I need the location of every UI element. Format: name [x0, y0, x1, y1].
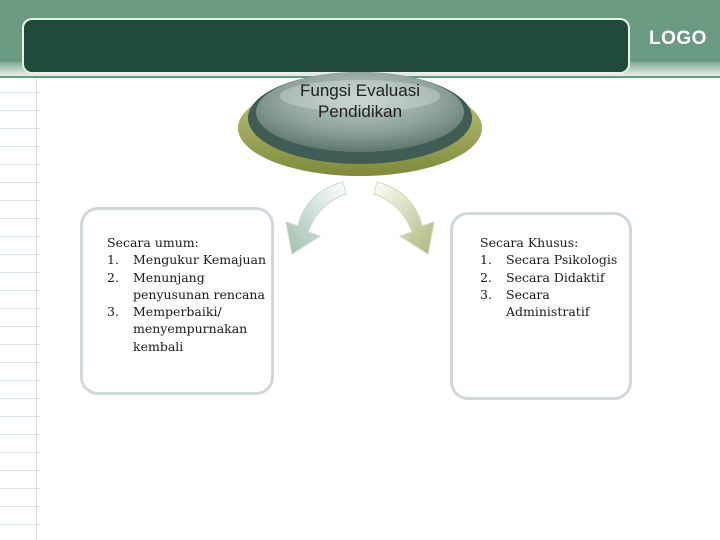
- list-item: 2.Menunjang penyusunan rencana: [107, 269, 265, 302]
- arrow-right-icon: [373, 181, 435, 255]
- list-item: 1.Mengukur Kemajuan: [107, 252, 267, 268]
- list-item: 3.Secara Administratif: [480, 286, 590, 320]
- general-functions-text: Secara umum: 1.Mengukur Kemajuan 2.Menun…: [107, 234, 267, 355]
- center-node-label: Fungsi Evaluasi Pendidikan: [299, 81, 420, 121]
- arrow-left-icon: [285, 181, 347, 255]
- node-highlight: [280, 80, 440, 112]
- specific-functions-box: [450, 212, 632, 400]
- list-item: 2.Secara Didaktif: [480, 269, 605, 285]
- center-node: [238, 72, 482, 176]
- list-item: 3.Memperbaiki/ menyempurnakan kembali: [107, 304, 248, 354]
- specific-functions-text: Secara Khusus: 1.Secara Psikologis 2.Sec…: [480, 234, 630, 320]
- background-grid: [0, 56, 40, 540]
- node-face: [256, 72, 464, 152]
- list-item: 1.Secara Psikologis: [480, 252, 618, 268]
- general-functions-heading: Secara umum:: [107, 235, 199, 250]
- general-functions-box: [80, 207, 274, 395]
- general-functions-list: 1.Mengukur Kemajuan 2.Menunjang penyusun…: [107, 251, 267, 355]
- title-bar: [22, 18, 630, 74]
- specific-functions-heading: Secara Khusus:: [480, 235, 579, 250]
- logo: LOGO: [649, 28, 707, 49]
- specific-functions-list: 1.Secara Psikologis 2.Secara Didaktif 3.…: [480, 251, 630, 320]
